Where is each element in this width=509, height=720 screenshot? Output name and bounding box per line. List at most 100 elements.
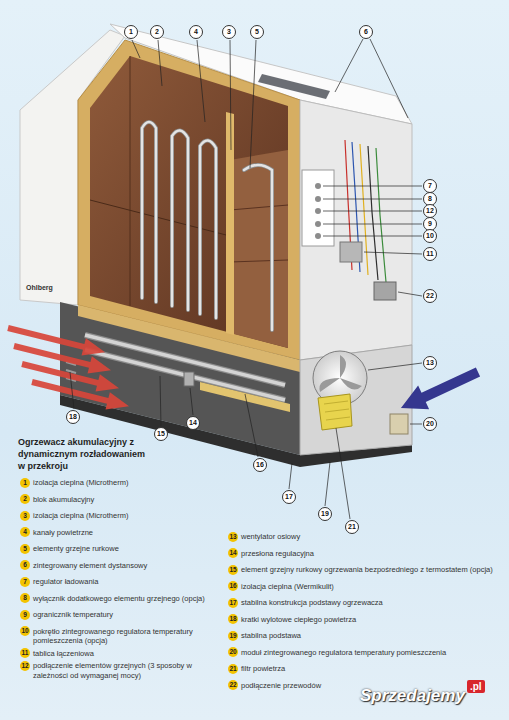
fan-compartment (318, 394, 352, 430)
heating-elements (244, 165, 272, 330)
legend-number: 13 (228, 532, 238, 542)
leader-lines (323, 224, 422, 225)
callout-number: 3 (222, 25, 236, 39)
leader-lines (325, 462, 330, 506)
control-compartment (300, 100, 412, 360)
callout-number: 12 (423, 204, 437, 218)
heating-elements (200, 140, 216, 318)
legend-number: 9 (20, 610, 30, 620)
callout-number: 11 (423, 247, 437, 261)
legend-text: kratki wylotowe ciepłego powietrza (241, 615, 503, 625)
legend-text: filtr powietrza (241, 664, 503, 674)
legend-text: ogranicznik temperatury (33, 610, 215, 620)
callout-number: 20 (423, 417, 437, 431)
storage-core (78, 40, 300, 360)
control-compartment (374, 282, 396, 300)
storage-core (230, 260, 288, 262)
legend-text: regulator ładowania (33, 577, 215, 587)
heating-elements (142, 122, 272, 330)
legend-number: 21 (228, 664, 238, 674)
leader-lines (250, 40, 256, 168)
leader-lines (70, 372, 74, 409)
callout-number: 2 (150, 25, 164, 39)
callout-number: 19 (318, 507, 332, 521)
control-compartment (315, 196, 321, 202)
storage-core (90, 56, 288, 348)
legend-number: 3 (20, 511, 30, 521)
callout-number: 6 (359, 25, 373, 39)
legend-number: 15 (228, 565, 238, 575)
callout-number: 22 (423, 289, 437, 303)
control-compartment (315, 183, 321, 189)
leader-lines (323, 199, 422, 200)
legend-number: 1 (20, 478, 30, 488)
leader-lines (398, 292, 422, 296)
fan-compartment (300, 345, 412, 455)
heating-elements (142, 122, 156, 302)
legend-number: 5 (20, 544, 30, 554)
control-compartment (340, 242, 362, 262)
legend-text: element grzejny rurkowy ogrzewania bezpo… (241, 565, 503, 575)
heater-base (200, 382, 290, 412)
fan-compartment (325, 409, 349, 412)
callout-number: 17 (282, 490, 296, 504)
heater-base (85, 350, 285, 400)
callout-number: 4 (189, 25, 203, 39)
legend-number: 7 (20, 577, 30, 587)
cold-air-arrow (395, 360, 483, 419)
control-compartment (376, 148, 386, 282)
watermark: Sprzedajemy (360, 686, 465, 706)
legend-text: przesłona regulacyjna (241, 549, 503, 559)
fan-compartment (390, 414, 408, 434)
storage-core (90, 200, 230, 236)
storage-core (130, 56, 131, 306)
legend-text: kanały powietrzne (33, 528, 215, 538)
warm-air-arrows (30, 373, 131, 415)
cold-air-arrow (395, 360, 483, 419)
legend-text: wentylator osiowy (241, 532, 503, 542)
storage-core (230, 150, 288, 348)
leader-lines (335, 39, 363, 92)
callout-number: 18 (66, 410, 80, 424)
legend-text: podłączenie elementów grzejnych (3 sposo… (33, 661, 215, 680)
legend-text: izolacja cieplna (Wermikulit) (241, 582, 503, 592)
warm-air-arrows (30, 373, 131, 415)
leader-lines (323, 236, 422, 237)
callout-number: 10 (423, 229, 437, 243)
brand-name: Ohlberg (26, 284, 53, 291)
callout-number: 14 (186, 416, 200, 430)
diagram-title: Ogrzewacz akumulacyjny z dynamicznym roz… (18, 436, 150, 472)
callout-number: 13 (423, 356, 437, 370)
fan-compartment (300, 345, 412, 455)
fan-compartment (326, 417, 350, 420)
legend-text: elementy grzejne rurkowe (33, 544, 215, 554)
heater-base (85, 350, 285, 400)
leader-lines (230, 40, 231, 150)
leader-lines (336, 428, 350, 519)
storage-core (230, 205, 288, 210)
leader-lines (370, 39, 408, 118)
heating-elements (244, 165, 272, 330)
heating-elements (142, 122, 156, 302)
legend-text: izolacja cieplna (Microtherm) (33, 511, 215, 521)
leader-lines (323, 211, 422, 212)
legend-text: tablica łączeniowa (33, 649, 215, 659)
callout-number: 7 (423, 179, 437, 193)
legend-text: zintegrowany element dystansowy (33, 561, 215, 571)
leader-lines (132, 40, 140, 58)
callout-number: 21 (345, 520, 359, 534)
leader-lines (368, 363, 422, 370)
legend-text: moduł zintegrowanego regulatora temperat… (241, 648, 503, 658)
legend-text: stabilna konstrukcja podstawy ogrzewacza (241, 598, 503, 608)
fan-compartment (324, 401, 348, 404)
callout-number: 16 (253, 458, 267, 472)
legend-text: izolacja cieplna (Microtherm) (33, 478, 215, 488)
fan-compartment (319, 355, 362, 392)
storage-core (78, 40, 300, 360)
legend-text: wyłącznik dodatkowego elementu grzejnego… (33, 594, 215, 604)
leader-lines (160, 376, 161, 426)
storage-core (226, 112, 234, 335)
leader-lines (245, 394, 258, 457)
heating-elements (172, 130, 188, 310)
heater-base (184, 372, 194, 386)
